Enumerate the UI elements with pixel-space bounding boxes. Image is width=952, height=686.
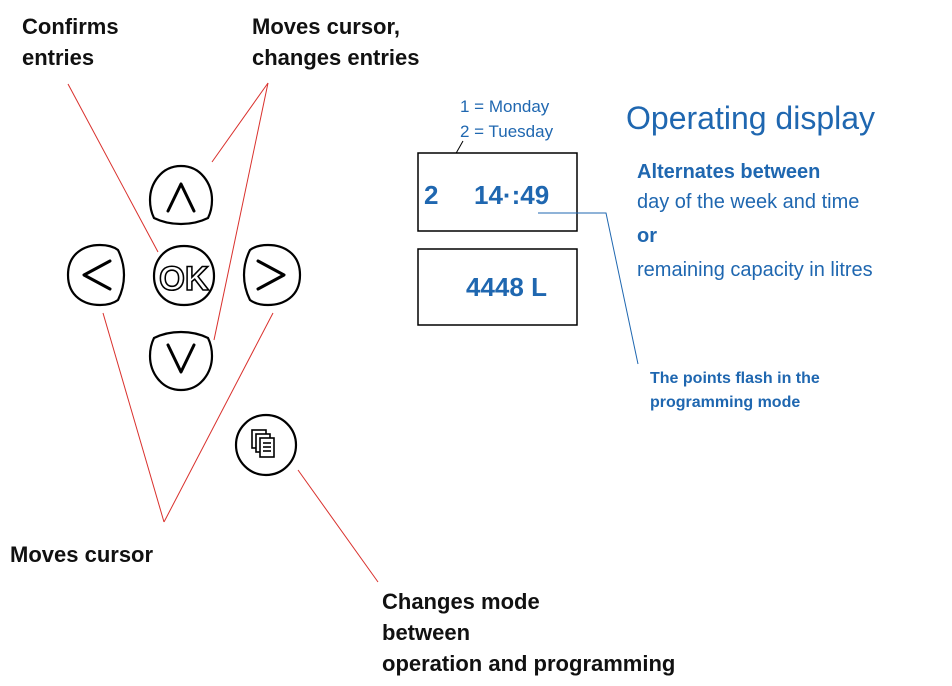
time-value: 14·:49 bbox=[474, 180, 549, 210]
up-button[interactable] bbox=[148, 164, 214, 226]
moves-changes-label: Moves cursor, bbox=[252, 14, 400, 39]
chevron-up-icon bbox=[166, 182, 196, 213]
ok-button[interactable]: OK bbox=[152, 244, 216, 307]
mode-button[interactable] bbox=[234, 413, 298, 477]
flash-leader bbox=[538, 212, 639, 365]
down-button[interactable] bbox=[148, 330, 214, 392]
confirms-label: Confirms bbox=[22, 14, 119, 39]
operating-title: Operating display bbox=[626, 100, 875, 136]
left-leader bbox=[102, 312, 165, 523]
changes-mode-label: Changes mode bbox=[382, 589, 540, 614]
flash-note: The points flash in the bbox=[650, 370, 820, 387]
day-legend-monday: 1 = Monday bbox=[460, 97, 550, 116]
capacity-display bbox=[417, 248, 578, 326]
day-legend-tuesday: 2 = Tuesday bbox=[460, 122, 554, 141]
day-value: 2 bbox=[424, 180, 438, 210]
moves-changes-label-line2: changes entries bbox=[252, 45, 420, 70]
operating-line2: remaining capacity in litres bbox=[637, 259, 873, 281]
chevron-left-icon bbox=[82, 259, 112, 291]
alternates-label: Alternates between bbox=[637, 161, 820, 183]
mode-leader bbox=[297, 469, 379, 583]
right-button[interactable] bbox=[242, 243, 302, 307]
confirms-leader bbox=[67, 83, 159, 253]
chevron-right-icon bbox=[256, 259, 286, 291]
operating-line1: day of the week and time bbox=[637, 191, 859, 213]
changes-mode-label-line3: operation and programming bbox=[382, 651, 675, 676]
down-leader bbox=[213, 82, 269, 341]
right-leader bbox=[163, 312, 274, 523]
confirms-label-line2: entries bbox=[22, 45, 94, 70]
left-button[interactable] bbox=[66, 243, 126, 307]
time-display bbox=[417, 152, 578, 232]
chevron-down-icon bbox=[166, 343, 196, 374]
up-leader bbox=[211, 82, 269, 163]
or-label: or bbox=[637, 225, 657, 247]
moves-cursor-label: Moves cursor bbox=[10, 542, 153, 567]
pages-icon bbox=[251, 429, 275, 458]
flash-note-line2: programming mode bbox=[650, 394, 800, 411]
capacity-value: 4448 L bbox=[466, 272, 547, 302]
ok-button-label: OK bbox=[159, 260, 209, 298]
changes-mode-label-line2: between bbox=[382, 620, 470, 645]
